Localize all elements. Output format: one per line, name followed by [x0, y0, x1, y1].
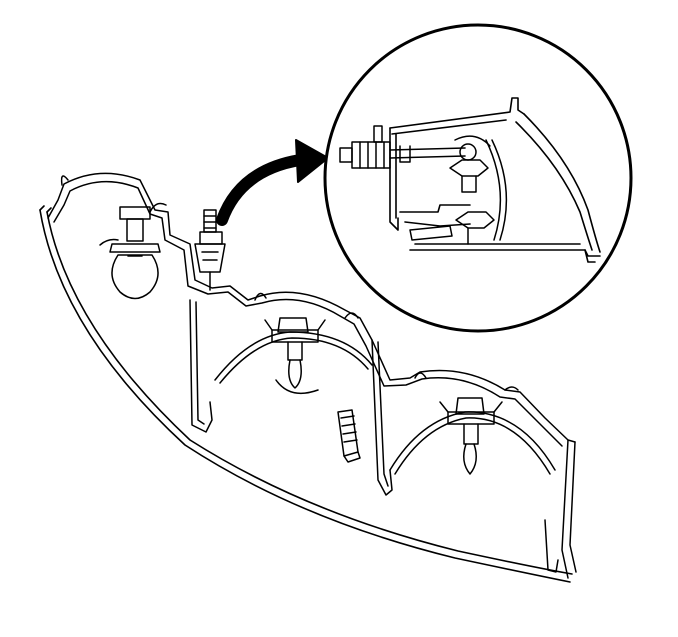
side-marker	[337, 409, 361, 463]
frame-clips	[254, 292, 427, 379]
detail-adjuster	[339, 125, 491, 169]
housing-frame	[47, 172, 577, 579]
center-reflector-bulb	[214, 317, 373, 395]
detail-housing	[389, 97, 601, 263]
left-reflector	[60, 175, 167, 246]
adjuster-bracket	[194, 209, 226, 291]
low-beam-bulb	[109, 206, 161, 300]
curved-arrow-to-detail	[216, 139, 329, 226]
detail-clips	[409, 139, 508, 245]
right-reflector-bulb	[389, 386, 556, 475]
detail-magnifier	[323, 23, 633, 333]
outer-lens	[39, 205, 573, 583]
